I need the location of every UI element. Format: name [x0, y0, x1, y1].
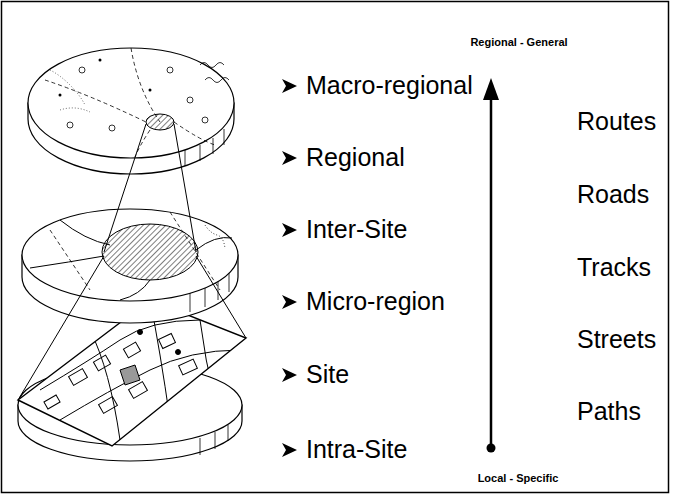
- axis-end-label: Local - Specific: [478, 472, 559, 484]
- scale-label: Micro-region: [306, 288, 445, 316]
- scale-label: Macro-regional: [306, 72, 473, 100]
- bullet-arrows: [282, 79, 297, 457]
- macro-region-disc: [28, 48, 234, 174]
- micro-region-disc: [22, 209, 238, 323]
- route-type: Paths: [577, 398, 641, 426]
- route-type: Routes: [577, 108, 656, 136]
- projection-line: [18, 256, 246, 400]
- route-type: Tracks: [577, 254, 651, 282]
- scale-label: Inter-Site: [306, 216, 407, 244]
- site-disc: [18, 300, 246, 461]
- route-type: Streets: [577, 326, 656, 354]
- scale-arrow: [483, 78, 499, 453]
- scale-label: Regional: [306, 144, 405, 172]
- axis-end-label: Regional - General: [470, 36, 567, 48]
- scale-label: Site: [306, 361, 349, 389]
- route-type: Roads: [577, 181, 649, 209]
- projection-line: [104, 124, 196, 252]
- scale-label: Intra-Site: [306, 436, 407, 464]
